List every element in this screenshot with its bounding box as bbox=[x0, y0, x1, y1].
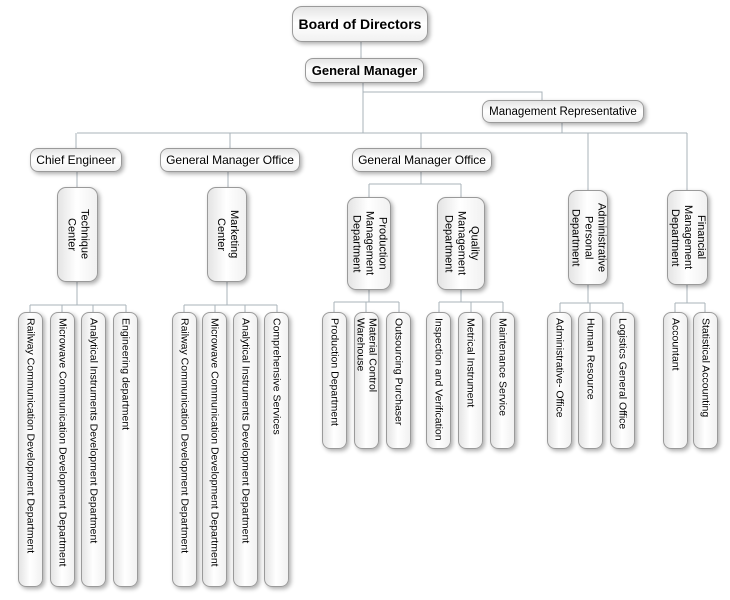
logistics-general-office-label: Logistics General Office bbox=[616, 318, 629, 430]
node-inspection-and-verification: Inspection and Verification bbox=[426, 312, 451, 449]
accountant-label: Accountant bbox=[669, 318, 682, 371]
node-material-control-warehouse: Material Control Warehouse bbox=[354, 312, 379, 449]
board-of-directors-label: Board of Directors bbox=[298, 16, 422, 32]
node-administrative-office: Administrative- Office bbox=[547, 312, 572, 449]
microwave-comm-dev-dept-2-label: Microwave Communication Development Depa… bbox=[208, 318, 221, 567]
connector-admin-group bbox=[559, 285, 624, 312]
connector-quality-group bbox=[438, 290, 504, 313]
technique-center-label: Technique Center bbox=[65, 209, 91, 260]
node-outsourcing-purchaser: Outsourcing Purchaser bbox=[386, 312, 411, 449]
management-representative-label: Management Representative bbox=[489, 105, 637, 118]
node-management-representative: Management Representative bbox=[482, 100, 644, 123]
general-manager-office-1-label: General Manager Office bbox=[166, 153, 294, 167]
node-accountant: Accountant bbox=[663, 312, 688, 449]
node-microwave-comm-dev-dept-2: Microwave Communication Development Depa… bbox=[202, 312, 227, 587]
node-statistical-accounting: Statistical Accounting bbox=[693, 312, 718, 449]
metrical-instrument-label: Metrical Instrument bbox=[464, 318, 477, 408]
node-board-of-directors: Board of Directors bbox=[292, 6, 428, 42]
node-general-manager: General Manager bbox=[305, 58, 424, 83]
production-department-label: Production Department bbox=[328, 318, 341, 426]
node-marketing-center: Marketing Center bbox=[207, 187, 247, 282]
outsourcing-purchaser-label: Outsourcing Purchaser bbox=[392, 318, 405, 426]
node-chief-engineer: Chief Engineer bbox=[30, 148, 122, 172]
financial-management-department-label: Financial Management Department bbox=[669, 205, 707, 270]
connector-technique-group bbox=[29, 282, 127, 312]
connector-financial-group bbox=[674, 285, 706, 312]
material-control-warehouse-label: Material Control Warehouse bbox=[354, 318, 379, 393]
node-engineering-department: Engineering department bbox=[113, 312, 138, 587]
quality-management-department-label: Quality Management Department bbox=[442, 211, 481, 276]
comprehensive-services-label: Comprehensive Services bbox=[270, 318, 283, 435]
general-manager-office-2-label: General Manager Office bbox=[358, 153, 486, 167]
node-metrical-instrument: Metrical Instrument bbox=[458, 312, 483, 449]
node-technique-center: Technique Center bbox=[57, 187, 98, 282]
node-quality-management-department: Quality Management Department bbox=[437, 197, 485, 290]
railway-comm-dev-dept-1-label: Railway Communication Development Depart… bbox=[24, 318, 37, 554]
node-railway-comm-dev-dept-1: Railway Communication Development Depart… bbox=[18, 312, 43, 587]
node-maintenance-service: Maintenance Service bbox=[490, 312, 515, 449]
node-general-manager-office-2: General Manager Office bbox=[352, 148, 492, 172]
node-comprehensive-services: Comprehensive Services bbox=[264, 312, 289, 587]
node-human-resource: Human Resource bbox=[578, 312, 603, 449]
node-logistics-general-office: Logistics General Office bbox=[610, 312, 635, 449]
engineering-department-label: Engineering department bbox=[119, 318, 132, 431]
analytical-instruments-dev-dept-1-label: Analytical Instruments Development Depar… bbox=[87, 318, 100, 544]
connector-marketing-group bbox=[183, 282, 278, 312]
administrative-office-label: Administrative- Office bbox=[553, 318, 566, 418]
node-financial-management-department: Financial Management Department bbox=[667, 190, 708, 285]
marketing-center-label: Marketing Center bbox=[215, 210, 240, 259]
maintenance-service-label: Maintenance Service bbox=[496, 318, 509, 417]
node-microwave-comm-dev-dept-1: Microwave Communication Development Depa… bbox=[50, 312, 75, 587]
chief-engineer-label: Chief Engineer bbox=[36, 153, 116, 167]
node-analytical-instruments-dev-dept-1: Analytical Instruments Development Depar… bbox=[81, 312, 106, 587]
connector-production-group bbox=[333, 290, 400, 313]
railway-comm-dev-dept-2-label: Railway Communication Development Depart… bbox=[178, 318, 191, 554]
statistical-accounting-label: Statistical Accounting bbox=[699, 318, 712, 418]
microwave-comm-dev-dept-1-label: Microwave Communication Development Depa… bbox=[56, 318, 69, 567]
inspection-and-verification-label: Inspection and Verification bbox=[432, 318, 445, 441]
analytical-instruments-dev-dept-2-label: Analytical Instruments Development Depar… bbox=[239, 318, 252, 544]
node-general-manager-office-1: General Manager Office bbox=[160, 148, 300, 172]
production-management-department-label: Production Management Department bbox=[350, 211, 389, 276]
human-resource-label: Human Resource bbox=[584, 318, 597, 400]
node-administrative-personal-department: Administrative Personal Department bbox=[568, 190, 608, 285]
node-production-management-department: Production Management Department bbox=[347, 197, 391, 290]
node-analytical-instruments-dev-dept-2: Analytical Instruments Development Depar… bbox=[233, 312, 258, 587]
connector-gmo2-to-depts bbox=[368, 172, 462, 197]
node-railway-comm-dev-dept-2: Railway Communication Development Depart… bbox=[172, 312, 197, 587]
node-production-department: Production Department bbox=[322, 312, 347, 449]
connector-gm-to-mr bbox=[363, 91, 543, 100]
general-manager-label: General Manager bbox=[311, 63, 418, 78]
administrative-personal-department-label: Administrative Personal Department bbox=[569, 202, 608, 273]
